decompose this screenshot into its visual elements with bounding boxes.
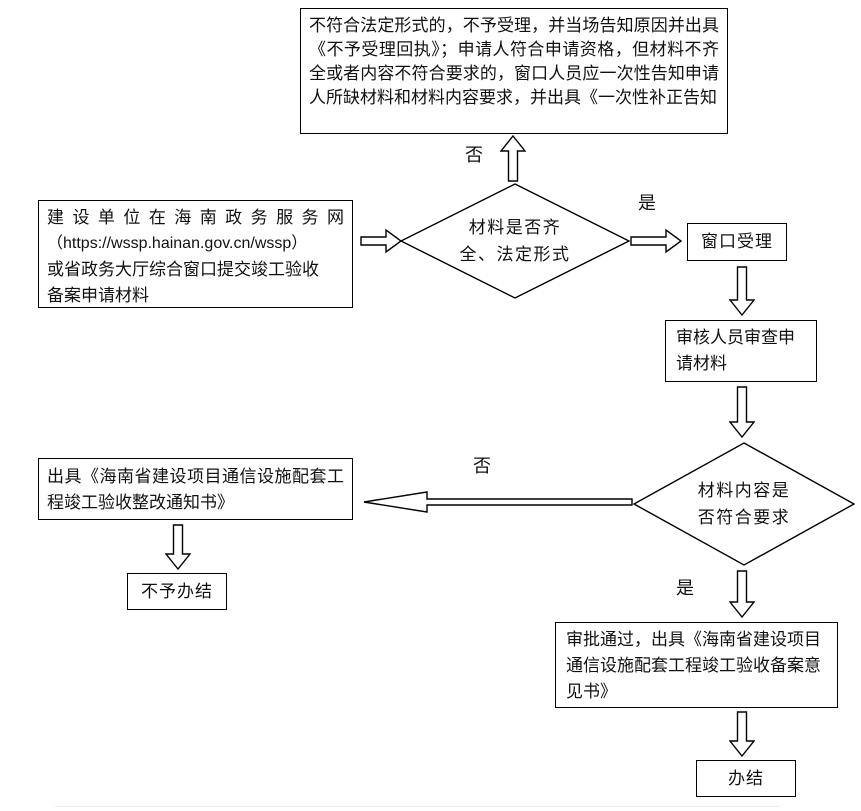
decision-content-requirements: 材料内容是 否符合要求: [633, 442, 855, 566]
node-not-complete: 不予办结: [127, 573, 227, 610]
submit-line-url: （https://wssp.hainan.gov.cn/wssp）: [47, 235, 308, 252]
node-submit-application: 建设单位在海南政务服务网 （https://wssp.hainan.gov.cn…: [38, 200, 353, 308]
arrow-down-decision-to-approve-icon: [729, 570, 755, 618]
arrow-up-to-reject-notice-icon: [500, 135, 526, 182]
submit-line-3: 或省政务大厅综合窗口提交竣工验收: [47, 260, 319, 279]
node-reject-notice: 不符合法定形式的，不予受理，并当场告知原因并出具《不予受理回执》；申请人符合申请…: [300, 8, 728, 134]
arrow-right-decision-to-accept-icon: [630, 228, 682, 254]
node-rectify-notice: 出具《海南省建设项目通信设施配套工程竣工验收整改通知书》: [38, 458, 353, 520]
arrow-down-rectify-to-not-complete-icon: [165, 524, 191, 570]
edge-label-yes-bottom: 是: [676, 578, 694, 598]
decision-materials-label: 材料是否齐 全、法定形式: [459, 218, 571, 264]
arrow-down-approve-to-complete-icon: [729, 711, 755, 757]
arrow-down-accept-to-review-icon: [729, 266, 755, 316]
node-complete: 办结: [696, 760, 796, 797]
diamond-shape: [400, 183, 630, 299]
node-review-materials: 审核人员审查申请材料: [665, 320, 817, 382]
submit-line-4: 备案申请材料: [47, 286, 149, 305]
edge-label-yes-right: 是: [638, 193, 656, 213]
decision-materials-complete: 材料是否齐 全、法定形式: [400, 183, 630, 299]
decision-content-label: 材料内容是 否符合要求: [697, 481, 791, 527]
node-window-accept: 窗口受理: [687, 223, 787, 261]
diamond-shape: [633, 442, 855, 566]
arrow-down-review-to-decision-icon: [729, 386, 755, 438]
edge-label-no-left: 否: [473, 456, 491, 476]
edge-label-no-top: 否: [465, 145, 483, 165]
arrow-right-submit-to-decision-icon: [360, 228, 402, 254]
node-approve-opinion: 审批通过，出具《海南省建设项目通信设施配套工程竣工验收备案意见书》: [555, 622, 838, 708]
submit-line-1: 建设单位在海南政务服务网: [47, 208, 344, 227]
arrow-left-decision-to-rectify-icon: [363, 491, 633, 513]
page-edge-line: [55, 806, 780, 807]
